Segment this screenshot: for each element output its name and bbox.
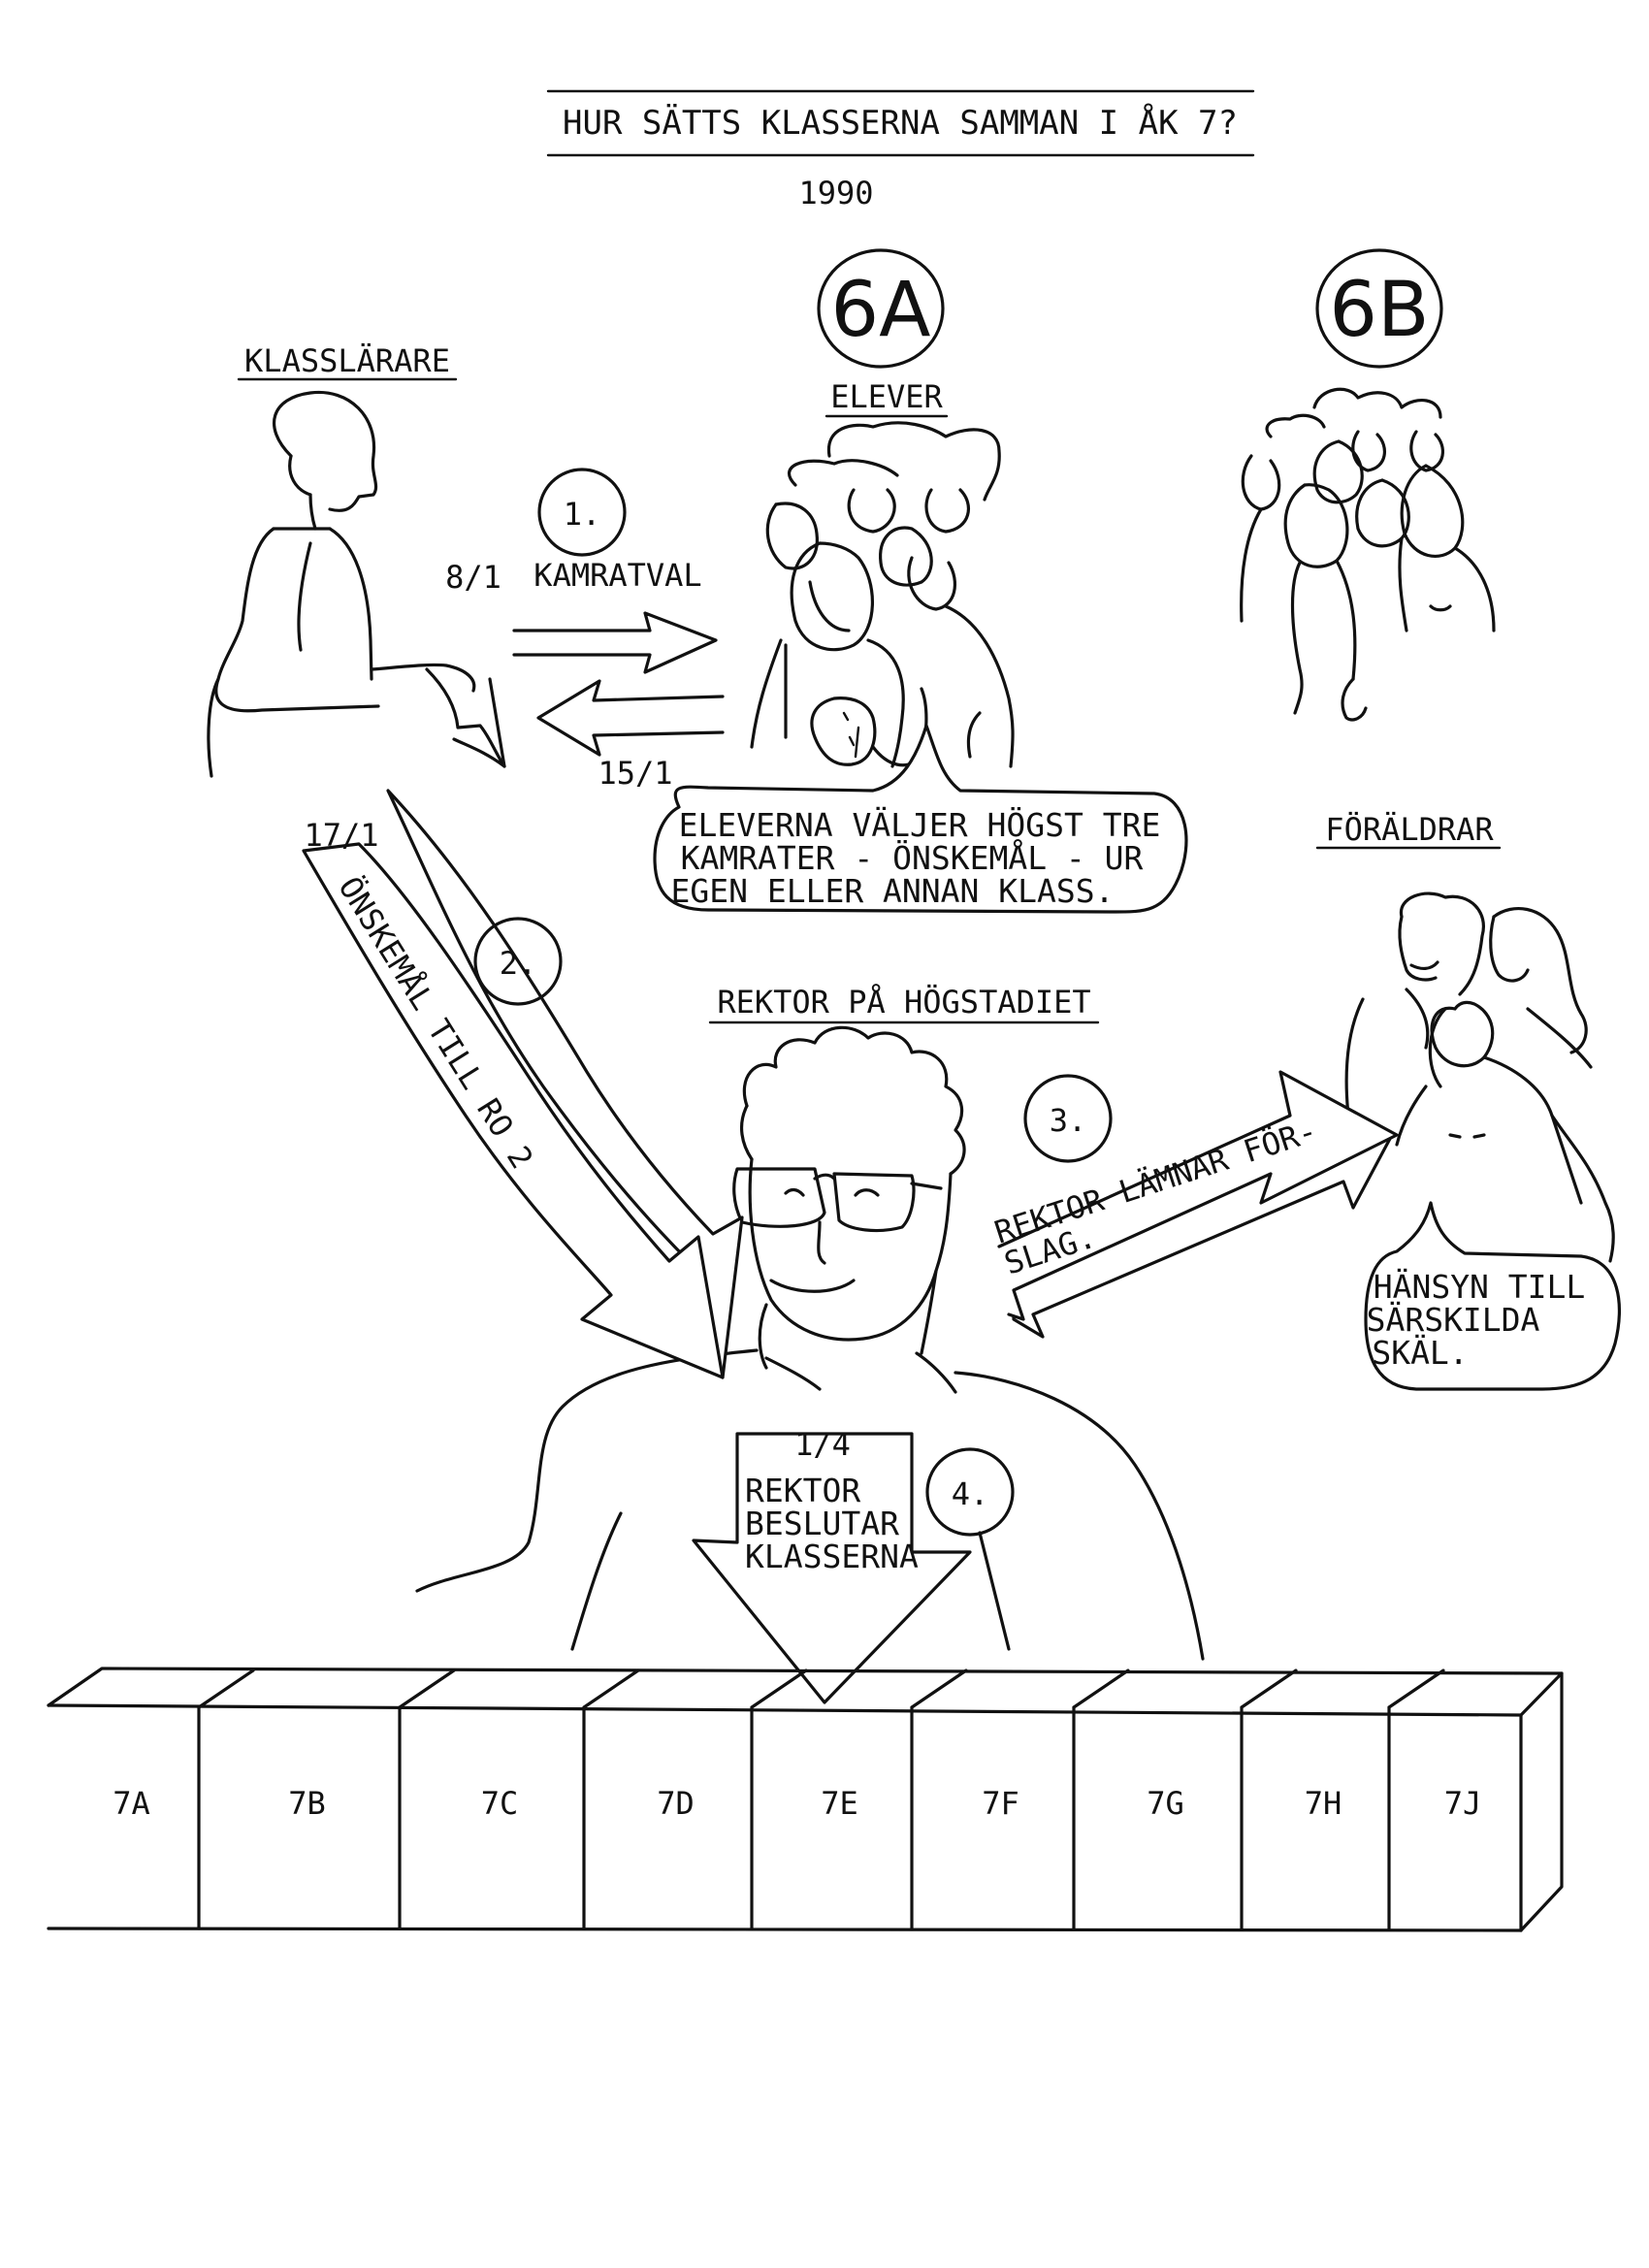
class-box-7f: 7F <box>910 1669 1019 1930</box>
rektor-label: REKTOR PÅ HÖGSTADIET <box>717 984 1090 1021</box>
step4-label-line3: KLASSERNA <box>745 1538 919 1575</box>
class-6a-label: 6A <box>831 267 931 354</box>
rektor-figure <box>415 1025 1205 1661</box>
class-box-divider <box>1072 1669 1130 1930</box>
step3-number-badge: 3. <box>1023 1074 1113 1163</box>
title-block: HUR SÄTTS KLASSERNA SAMMAN I ÅK 7? 1990 <box>546 89 1255 211</box>
step4-label-line2: BESLUTAR <box>745 1505 899 1542</box>
class-box-label: 7H <box>1305 1785 1342 1822</box>
class-box-label: 7F <box>982 1785 1019 1822</box>
students-6b-figure <box>1240 387 1496 722</box>
step2-number: 2. <box>500 945 537 982</box>
class-box-7c: 7C <box>398 1669 519 1930</box>
step4-date: 1/4 <box>794 1426 851 1463</box>
parents-bubble-line1: HÄNSYN TILL <box>1374 1268 1586 1306</box>
class-row: 7A 7B 7C 7D 7E 7F 7G 7H 7J <box>47 1667 1564 1932</box>
parents-bubble-line3: SKÄL. <box>1372 1334 1468 1372</box>
class-box-7a: 7A <box>113 1785 150 1822</box>
class-box-7d: 7D <box>582 1669 695 1930</box>
year-label: 1990 <box>798 175 873 211</box>
class-box-7h: 7H <box>1240 1669 1342 1930</box>
students-bubble-line2: KAMRATER - ÖNSKEMÅL - UR <box>681 838 1144 877</box>
step1-arrow-to-students <box>512 611 718 674</box>
step1-label: KAMRATVAL <box>534 557 701 594</box>
class-box-label: 7D <box>657 1785 695 1822</box>
class-box-7g: 7G <box>1072 1669 1184 1930</box>
step1-number: 1. <box>564 496 601 533</box>
foraldrar-label: FÖRÄLDRAR <box>1325 811 1494 848</box>
class-box-divider <box>197 1669 255 1930</box>
class-box-7j: 7J <box>1387 1669 1482 1930</box>
klasslarare-label: KLASSLÄRARE <box>244 342 450 379</box>
class-box-label: 7E <box>821 1785 858 1822</box>
students-6a-figure <box>750 421 1015 768</box>
step1-date-back: 15/1 <box>598 755 672 792</box>
step2-number-badge: 2. <box>473 917 563 1006</box>
class-box-divider <box>910 1669 968 1930</box>
class-box-divider <box>582 1669 640 1930</box>
step2-date: 17/1 <box>304 817 378 854</box>
step3-double-arrow <box>997 1070 1399 1339</box>
class-6a-badge: 6A <box>817 248 945 369</box>
elever-label: ELEVER <box>830 378 943 415</box>
class-6b-badge: 6B <box>1315 248 1443 369</box>
class-box-label: 7A <box>113 1785 150 1822</box>
class-box-divider <box>1240 1669 1298 1930</box>
class-box-divider <box>1387 1669 1445 1930</box>
class-6b-label: 6B <box>1329 267 1429 354</box>
parents-bubble-line2: SÄRSKILDA <box>1367 1301 1540 1339</box>
students-speech-bubble: ELEVERNA VÄLJER HÖGST TRE KAMRATER - ÖNS… <box>653 724 1188 914</box>
teacher-figure <box>207 390 506 778</box>
class-box-divider <box>750 1669 808 1930</box>
class-box-label: 7B <box>288 1785 326 1822</box>
step4-number: 4. <box>952 1475 989 1512</box>
class-box-divider <box>398 1669 456 1930</box>
class-box-label: 7G <box>1147 1785 1184 1822</box>
step4-label-line1: REKTOR <box>745 1472 860 1509</box>
step4-down-arrow <box>692 1432 972 1704</box>
step1-date-out: 8/1 <box>445 559 501 596</box>
class-box-label: 7C <box>481 1785 519 1822</box>
step1-number-badge: 1. <box>537 468 627 557</box>
step1-arrow-back-to-teacher <box>536 679 725 757</box>
step3-number: 3. <box>1050 1102 1087 1139</box>
class-box-7e: 7E <box>750 1669 858 1930</box>
page-title: HUR SÄTTS KLASSERNA SAMMAN I ÅK 7? <box>563 103 1238 143</box>
students-bubble-line1: ELEVERNA VÄLJER HÖGST TRE <box>679 805 1161 844</box>
step4-number-badge: 4. <box>925 1447 1015 1537</box>
class-box-label: 7J <box>1444 1785 1482 1822</box>
students-bubble-line3: EGEN ELLER ANNAN KLASS. <box>671 872 1115 910</box>
parents-speech-bubble: HÄNSYN TILL SÄRSKILDA SKÄL. <box>1364 1201 1621 1391</box>
parents-figure <box>1344 891 1615 1263</box>
class-box-7b: 7B <box>197 1669 326 1930</box>
